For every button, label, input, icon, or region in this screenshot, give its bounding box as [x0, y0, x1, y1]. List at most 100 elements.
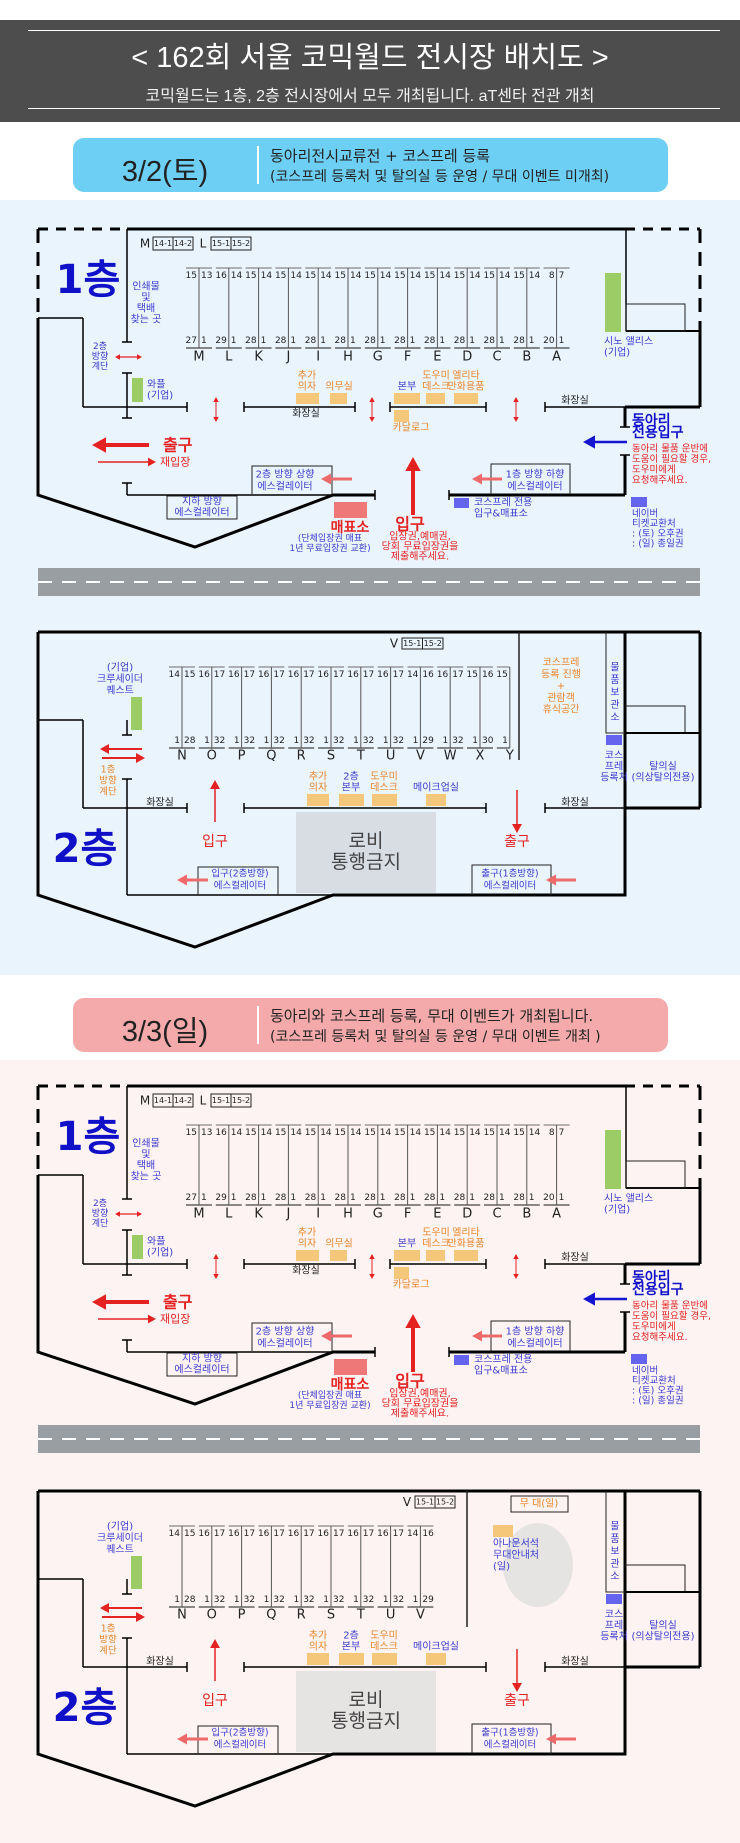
- row-letter: G: [373, 350, 383, 365]
- facility-box: [372, 794, 397, 806]
- booth-number: 14: [469, 1128, 481, 1138]
- arrow-head: [177, 874, 187, 886]
- entrance-label: 입구: [395, 515, 425, 534]
- hq-label: 2층: [343, 1630, 359, 1642]
- facility-box: [454, 1250, 478, 1261]
- cosplay-registration-marker: [606, 1594, 622, 1604]
- arrow-head: [100, 744, 109, 754]
- booth-number: 1: [323, 1595, 329, 1605]
- arrow-head: [369, 1274, 375, 1279]
- arrow-head: [583, 435, 595, 449]
- ticket-office-note: (단체입장권 매표: [298, 532, 362, 544]
- booth-number: 28: [394, 1193, 406, 1203]
- escalator-out-label: 에스컬레이터: [484, 1739, 536, 1751]
- booth-number: 1: [413, 736, 419, 746]
- sino-alice-label: 시노 앨리스: [604, 335, 653, 348]
- escalator-up-label: 2층 방향 상향: [256, 469, 315, 481]
- row-letter: U: [386, 749, 396, 764]
- arrow-head: [213, 1254, 219, 1259]
- booth-number: 17: [393, 1529, 404, 1539]
- booth-ref-box: [172, 236, 194, 251]
- booth-ref-box: [230, 1093, 252, 1108]
- booth-ref-number: 14-2: [174, 1096, 192, 1105]
- booth-number: 1: [201, 1193, 207, 1203]
- crusader-quest-label: 크루세이더: [97, 673, 143, 685]
- facility-box: [296, 1250, 319, 1261]
- booth-number: 32: [363, 1595, 374, 1605]
- facility-box: [372, 1653, 397, 1665]
- sino-alice-label: (기업): [604, 346, 630, 359]
- escalator-up-label: 에스컬레이터: [257, 480, 312, 493]
- booth-number: 1: [559, 1193, 565, 1203]
- arrow-head: [148, 1314, 156, 1324]
- extra-chairs-label: 추가: [298, 1227, 316, 1239]
- double-arrow-icon: [213, 397, 219, 422]
- elita-label: 엘리타: [452, 369, 480, 382]
- exit-label: 출구: [504, 1693, 530, 1709]
- booth-number: 1: [529, 336, 535, 346]
- reentry-label: 재입장: [160, 456, 190, 469]
- print-pickup-label: 택배: [137, 1160, 155, 1172]
- escalator-down-label: 1층 방향 하향: [506, 468, 565, 481]
- escalator-down-label: 에스컬레이터: [507, 1337, 562, 1350]
- day1-description: 동아리전시교류전 + 코스프레 등록: [270, 147, 491, 165]
- ticket-office-box: [334, 502, 367, 518]
- elita-label: 만화용품: [448, 1238, 485, 1250]
- exit-label: 출구: [163, 436, 193, 455]
- stairs-label: 계단: [99, 1645, 117, 1657]
- day1-banner: 3/2(토) 동아리전시교류전 + 코스프레 등록 (코스프레 등록처 및 탈의…: [73, 138, 668, 192]
- entrance-note: 당회 무료입장권을: [382, 1397, 459, 1410]
- booth-number: 14: [410, 271, 422, 281]
- arrow-head: [92, 437, 106, 453]
- naver-ticket-label: : (토) 오후권: [632, 1385, 684, 1397]
- escalator-basement-label: 에스컬레이터: [174, 1363, 229, 1376]
- booth-number: 16: [228, 670, 240, 680]
- cosplay-rest-area-label: 휴식공간: [543, 704, 580, 716]
- booth-ref-box: [422, 637, 444, 650]
- catalog-box: [394, 1267, 409, 1279]
- header-rule-bottom: [28, 108, 720, 109]
- stairs-label: 2층: [93, 1198, 107, 1209]
- entrance-arrow-icon: [405, 1314, 421, 1372]
- arrow-head: [177, 1733, 187, 1745]
- storage-label: 물: [610, 1521, 619, 1533]
- booth-number: 16: [318, 670, 330, 680]
- entrance-note: 제출해주세요.: [391, 1407, 449, 1420]
- booth-number: 14: [380, 1128, 392, 1138]
- booth-number: 29: [215, 1193, 227, 1203]
- print-pickup-label: 및: [141, 292, 150, 304]
- booth-number: 1: [234, 1595, 240, 1605]
- booth-number: 14: [499, 271, 511, 281]
- row-letter: C: [492, 350, 501, 365]
- club-entry-label: 동아리: [632, 1269, 671, 1286]
- reentry-arrow-icon: [98, 457, 156, 467]
- cosplay-entry-marker: [454, 1355, 469, 1365]
- booth-number: 15: [496, 670, 507, 680]
- day2-banner: 3/3(일) 동아리와 코스프레 등록, 무대 이벤트가 개최됩니다. (코스프…: [73, 998, 668, 1052]
- banner-divider: [257, 1006, 259, 1044]
- booth-ref-letter: M: [140, 237, 150, 251]
- arrow-head: [512, 824, 522, 833]
- storage-room: [605, 1491, 625, 1593]
- restroom-label: 화장실: [292, 408, 320, 420]
- road: [38, 1425, 700, 1453]
- stairs-label: 계단: [92, 1217, 109, 1229]
- floor-label: 1층: [56, 257, 121, 303]
- row-letter: L: [225, 1207, 233, 1222]
- extra-chairs-label: 의자: [309, 1641, 327, 1653]
- lobby-label: 로비: [349, 830, 384, 852]
- arrow-head: [513, 1254, 519, 1259]
- booth-number: 1: [380, 1193, 386, 1203]
- day2-date: 3/3(일): [121, 1016, 209, 1048]
- storage-room: [625, 303, 686, 332]
- booth-number: 1: [469, 1193, 475, 1203]
